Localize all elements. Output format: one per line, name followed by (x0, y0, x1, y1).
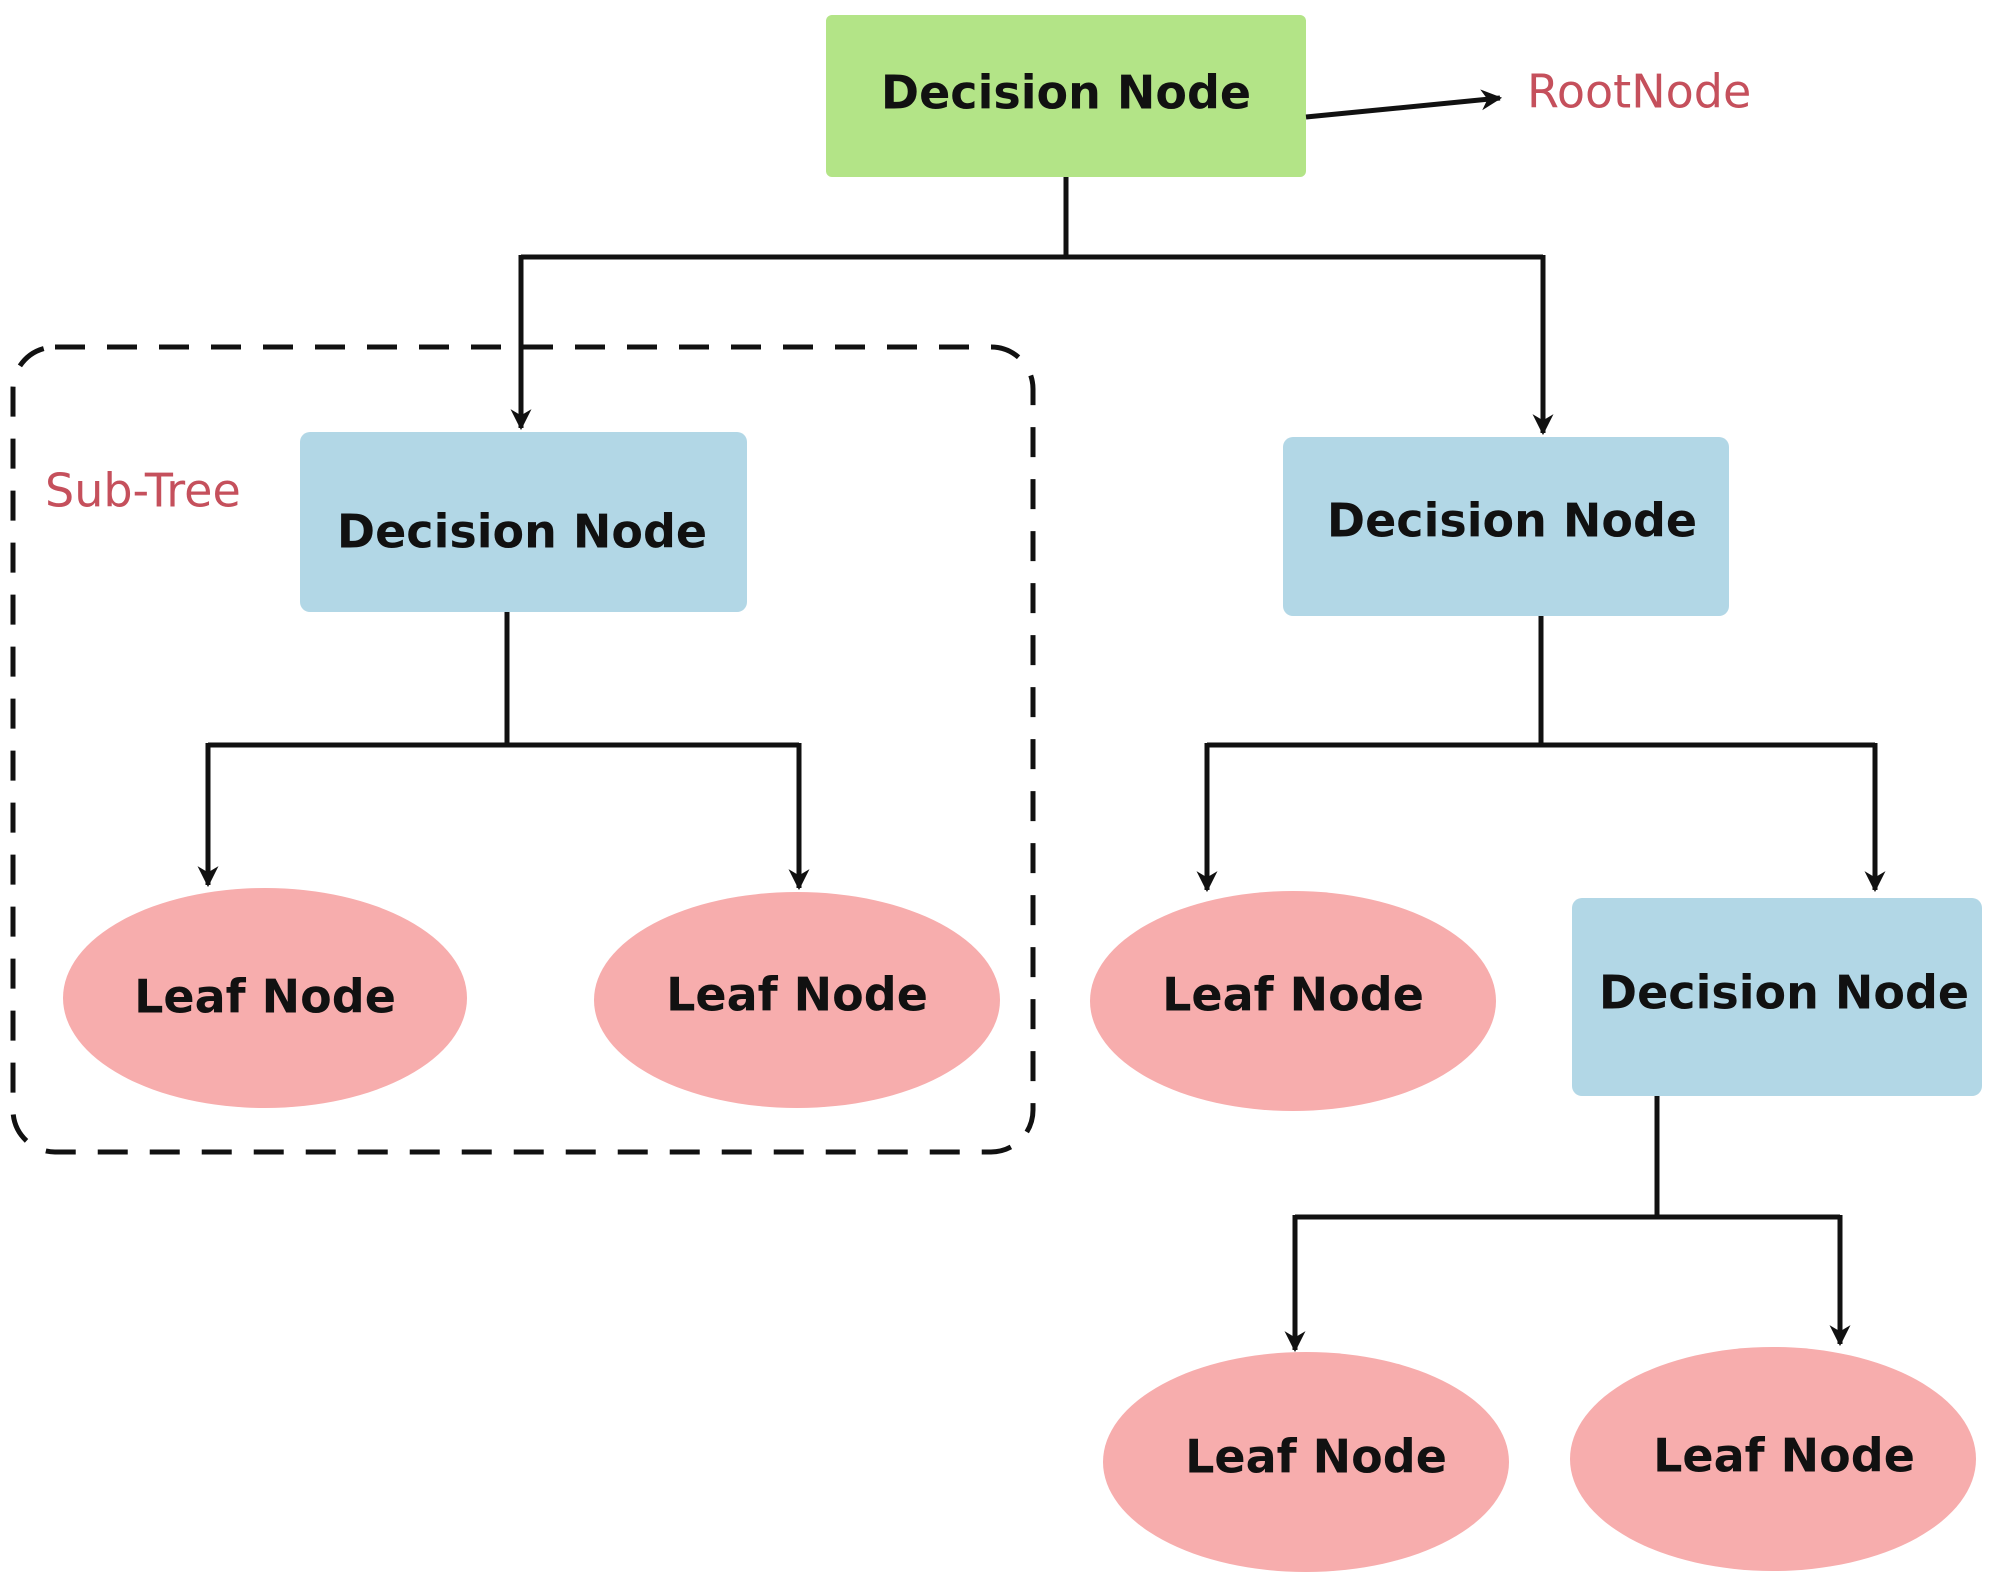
leaf-node-3-label: Leaf Node (1162, 968, 1424, 1022)
leaf-node-4: Leaf Node (1103, 1352, 1509, 1572)
leaf-node-3-shape (1090, 891, 1496, 1111)
subtree-annotation-label: Sub-Tree (45, 464, 241, 518)
root-node-box (826, 15, 1306, 177)
root-node-annotation-label: RootNode (1527, 65, 1751, 119)
leaf-node-2-shape (594, 892, 1000, 1108)
right-decision-node: Decision Node (1283, 437, 1729, 616)
right-decision-node-label: Decision Node (1327, 494, 1697, 548)
leaf-node-3: Leaf Node (1090, 891, 1496, 1111)
connector-right-decision-children (1196, 616, 1886, 893)
leaf-node-4-label: Leaf Node (1185, 1430, 1447, 1484)
left-decision-node-box (300, 432, 747, 612)
connector-left-decision-children (197, 612, 810, 891)
connector-lower-right-decision-children (1284, 1096, 1851, 1353)
right-decision-node-box (1283, 437, 1729, 616)
leaf-node-2-label: Leaf Node (666, 968, 928, 1022)
left-decision-node: Decision Node (300, 432, 747, 612)
leaf-node-5-label: Leaf Node (1653, 1429, 1915, 1483)
lower-right-decision-node: Decision Node (1572, 898, 1982, 1096)
root-decision-node: Decision Node (826, 15, 1306, 177)
lower-right-decision-node-box (1572, 898, 1982, 1096)
leaf-node-1-shape (63, 888, 467, 1108)
leaf-node-1-label: Leaf Node (134, 970, 396, 1024)
connector-root-children (510, 177, 1554, 436)
leaf-node-4-shape (1103, 1352, 1509, 1572)
left-decision-node-label: Decision Node (337, 505, 707, 559)
leaf-node-5-shape (1570, 1347, 1976, 1571)
leaf-node-1: Leaf Node (63, 888, 467, 1108)
leaf-node-2: Leaf Node (594, 892, 1000, 1108)
arrow-to-root-label (1305, 89, 1503, 120)
lower-right-decision-node-label: Decision Node (1599, 966, 1969, 1020)
leaf-node-5: Leaf Node (1570, 1347, 1976, 1571)
root-node-annotation: RootNode (1305, 65, 1751, 120)
root-node-label: Decision Node (881, 66, 1251, 120)
